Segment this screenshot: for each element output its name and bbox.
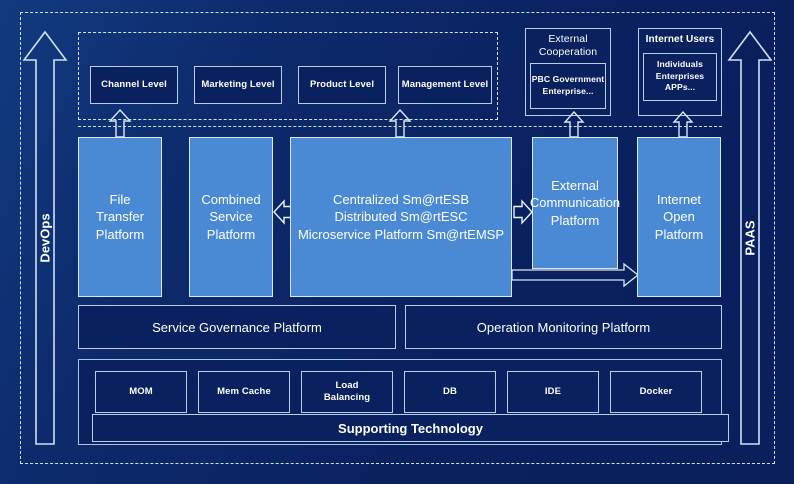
support-item-docker[interactable]: Docker — [610, 371, 702, 413]
support-item-label: Load Balancing — [323, 380, 371, 403]
devops-arrow — [22, 28, 68, 448]
outer-dashed-frame — [20, 12, 775, 464]
platform-core-esb[interactable]: Centralized Sm@rtESB Distributed Sm@rtES… — [290, 137, 512, 297]
support-item-label: Mem Cache — [217, 386, 271, 398]
level-label: Marketing Level — [201, 79, 275, 91]
support-item-mem-cache[interactable]: Mem Cache — [198, 371, 290, 413]
platform-combined-service[interactable]: Combined Service Platform — [189, 137, 273, 297]
internet-users-body: Individuals Enterprises APPs... — [655, 59, 705, 93]
support-item-db[interactable]: DB — [404, 371, 496, 413]
support-item-load-balancing[interactable]: Load Balancing — [301, 371, 393, 413]
arrow-core-to-internet-open — [512, 262, 640, 290]
up-arrow-internet-open — [672, 110, 694, 138]
level-label: Management Level — [401, 79, 489, 91]
service-governance-platform[interactable]: Service Governance Platform — [78, 305, 396, 349]
layer-separator-dashed — [78, 126, 722, 127]
operation-monitoring-platform[interactable]: Operation Monitoring Platform — [405, 305, 722, 349]
internet-users-box[interactable]: Internet Users Individuals Enterprises A… — [638, 28, 722, 116]
support-item-mom[interactable]: MOM — [95, 371, 187, 413]
internal-levels-group — [78, 32, 498, 120]
platform-label: External Communication Platform — [529, 177, 621, 228]
level-box-marketing[interactable]: Marketing Level — [194, 66, 282, 104]
platform-label: File Transfer Platform — [95, 191, 145, 242]
support-item-label: DB — [443, 386, 457, 398]
supporting-technology-label: Supporting Technology — [338, 420, 483, 436]
governance-label: Service Governance Platform — [152, 319, 322, 335]
support-item-label: IDE — [544, 386, 562, 398]
up-arrow-external-communication — [563, 110, 585, 138]
platform-label: Internet Open Platform — [654, 191, 704, 242]
level-box-channel[interactable]: Channel Level — [90, 66, 178, 104]
level-box-management[interactable]: Management Level — [398, 66, 492, 104]
level-label: Product Level — [309, 79, 375, 91]
external-cooperation-body: PBC Government Enterprise... — [531, 74, 605, 96]
internet-users-title: Internet Users — [645, 34, 715, 45]
internet-users-inner: Individuals Enterprises APPs... — [643, 52, 717, 101]
core-line-2: Distributed Sm@rtESC — [334, 209, 468, 225]
paas-arrow — [727, 28, 773, 448]
paas-label: PAAS — [742, 220, 758, 256]
level-box-product[interactable]: Product Level — [298, 66, 386, 104]
platform-label: Combined Service Platform — [201, 191, 261, 242]
support-item-label: MOM — [129, 386, 153, 398]
platform-internet-open[interactable]: Internet Open Platform — [637, 137, 721, 297]
up-arrow-file-transfer — [108, 108, 132, 138]
level-label: Channel Level — [101, 79, 167, 91]
support-item-label: Docker — [639, 386, 673, 398]
governance-label: Operation Monitoring Platform — [476, 319, 651, 335]
supporting-technology-bar[interactable]: Supporting Technology — [92, 414, 729, 442]
devops-label: DevOps — [37, 213, 53, 263]
support-item-ide[interactable]: IDE — [507, 371, 599, 413]
external-cooperation-box[interactable]: External Cooperation PBC Government Ente… — [525, 28, 611, 116]
arrow-core-to-external-communication — [512, 198, 534, 226]
core-line-3: Microservice Platform Sm@rtEMSP — [297, 226, 505, 242]
core-line-1: Centralized Sm@rtESB — [332, 191, 470, 207]
platform-external-communication[interactable]: External Communication Platform — [530, 137, 620, 269]
external-cooperation-inner: PBC Government Enterprise... — [530, 62, 606, 109]
external-cooperation-title: External Cooperation — [538, 33, 598, 58]
up-arrow-core-platform — [388, 108, 412, 138]
platform-file-transfer[interactable]: File Transfer Platform — [78, 137, 162, 297]
